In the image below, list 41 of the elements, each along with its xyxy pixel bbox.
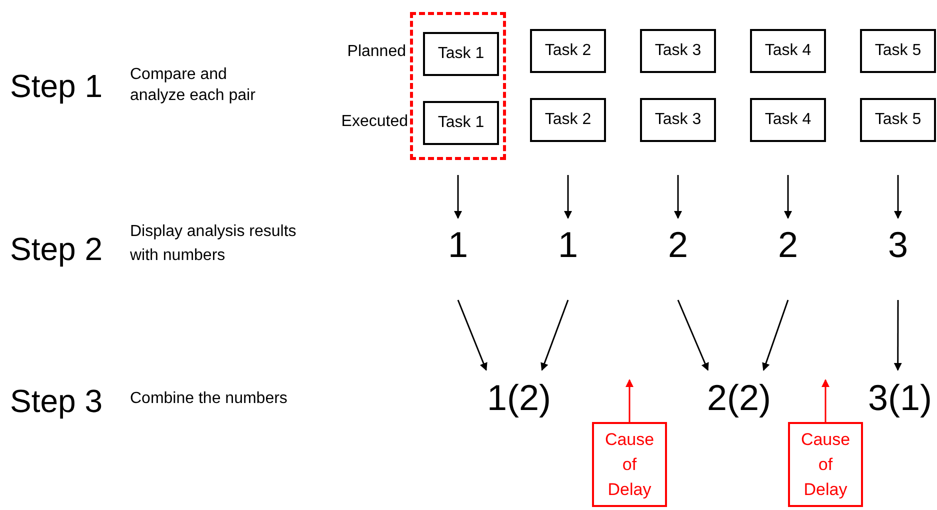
result-number: 2 [653,220,703,270]
description-text: Combine the numbers [130,389,288,409]
task-box: Task 4 [750,98,826,142]
step-label: Step 2 [10,230,103,269]
highlight-box [410,12,506,160]
task-box: Task 2 [530,29,606,73]
description-text: Display analysis results with numbers [130,222,298,266]
result-number: 3 [873,220,923,270]
arrow [894,300,902,371]
task-box: Task 4 [750,29,826,73]
task-box: Task 1 [423,101,499,145]
arrow [762,300,789,371]
step-label: Step 3 [10,382,103,421]
result-number: 1 [543,220,593,270]
note-box: Cause of Delay [592,422,667,507]
task-box: Task 3 [640,98,716,142]
arrow [674,175,682,219]
description-text: Compare and analyze each pair [130,65,256,106]
task-box: Task 5 [860,98,936,142]
description-text: Executed [340,112,408,132]
arrow [564,175,572,219]
arrow [457,300,488,371]
arrow [454,175,462,219]
note-box: Cause of Delay [788,422,863,507]
arrow [894,175,902,219]
result-number: 2 [763,220,813,270]
result-number: 1(2) [478,372,560,424]
result-number: 3(1) [864,372,936,424]
description-text: Planned [346,42,406,62]
arrow [540,300,569,371]
task-box: Task 2 [530,98,606,142]
result-number: 2(2) [698,372,780,424]
result-number: 1 [433,220,483,270]
task-box: Task 5 [860,29,936,73]
task-box: Task 3 [640,29,716,73]
arrow [677,300,709,371]
arrow [626,379,634,422]
arrow [784,175,792,219]
arrow [822,379,830,422]
step-label: Step 1 [10,67,103,106]
task-box: Task 1 [423,32,499,76]
